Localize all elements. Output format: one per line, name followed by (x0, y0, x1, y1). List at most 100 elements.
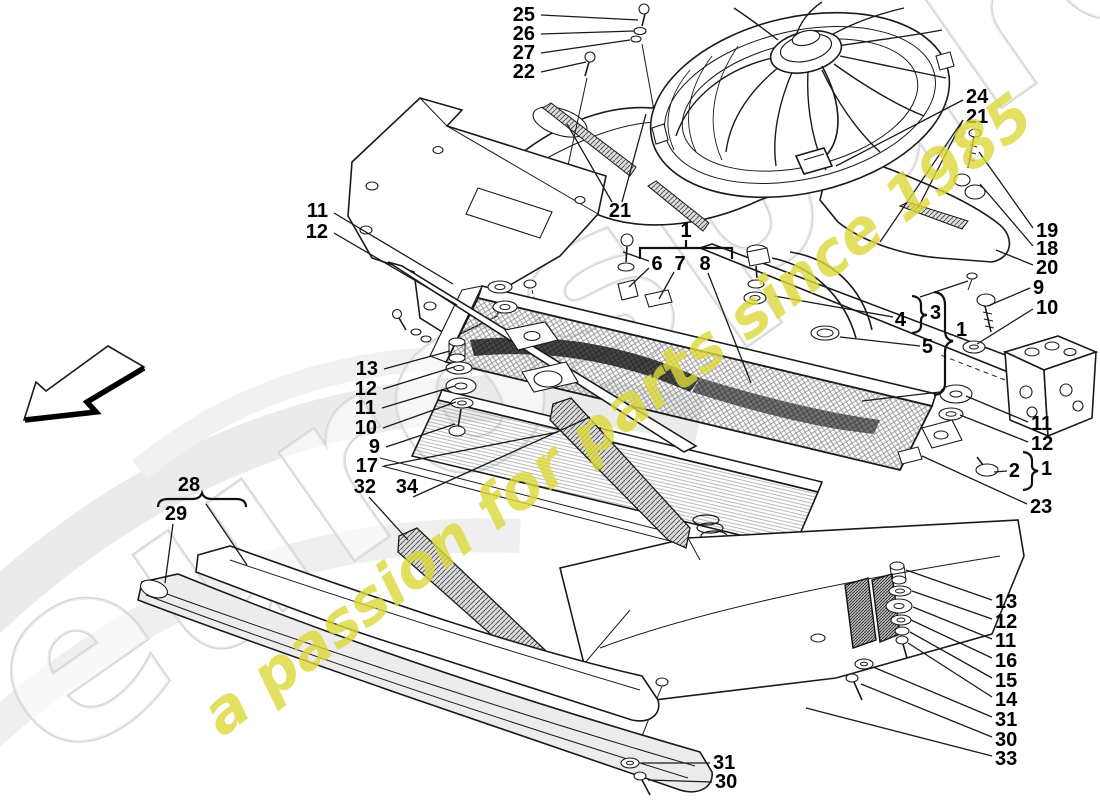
leader-line (540, 39, 631, 54)
leader-line (383, 350, 451, 370)
callout-label-31: 31 (713, 752, 735, 774)
leader-line (909, 631, 993, 679)
leader-line (622, 251, 650, 262)
lower-air-box (559, 519, 1025, 757)
leader-line (911, 590, 993, 620)
cooling-fan (649, 1, 955, 199)
callout-label-11: 11 (1031, 413, 1052, 435)
dipstick-6 (617, 233, 639, 301)
callout-label-33: 33 (995, 748, 1017, 770)
radiator-hose (789, 251, 873, 331)
callout-label-30: 30 (995, 729, 1017, 751)
leader-line (540, 14, 639, 21)
leader-line (628, 267, 650, 288)
leader-line (566, 123, 613, 203)
callout-label-13: 13 (995, 591, 1017, 613)
fan-resistor-block (937, 335, 1099, 438)
callout-label-2: 2 (1009, 460, 1020, 482)
leader-line (872, 666, 993, 718)
leader-line (658, 271, 675, 300)
carrier-rails (379, 261, 825, 581)
watermark-swoosh (0, 375, 705, 634)
callout-label-5: 5 (922, 336, 933, 358)
plug-2 (975, 463, 999, 477)
leader-line (861, 391, 941, 402)
leader-line (979, 183, 1034, 247)
watermark-swoosh (0, 518, 521, 747)
air-duct-28 (195, 545, 660, 722)
leader-line (621, 113, 647, 203)
callout-label-20: 20 (1036, 257, 1058, 279)
leader-lines-layer (164, 14, 1034, 783)
leader-line (965, 395, 1029, 423)
bleed-screw (966, 272, 978, 280)
leader-line (978, 151, 1034, 229)
leader-line (412, 416, 591, 498)
side-shroud-panel (819, 148, 1011, 263)
view-direction-arrow (22, 345, 146, 423)
callout-label-13: 13 (356, 358, 378, 380)
leader-line (368, 496, 409, 541)
callout-label-10: 10 (355, 417, 377, 439)
callout-label-23: 23 (1030, 496, 1052, 518)
sensor-18 (953, 173, 971, 187)
leader-line (773, 295, 894, 318)
callout-label-18: 18 (1036, 238, 1058, 260)
leader-line (805, 707, 993, 757)
leader-line (907, 642, 993, 698)
leader-line (540, 30, 635, 35)
callout-label-11: 11 (995, 630, 1016, 652)
leader-line (707, 272, 752, 384)
callout-label-34: 34 (396, 476, 419, 498)
callout-label-27: 27 (513, 42, 535, 64)
callout-label-8: 8 (699, 253, 710, 275)
leader-line (912, 606, 993, 640)
callout-label-7: 7 (674, 253, 685, 275)
callout-label-26: 26 (513, 23, 535, 45)
callout-label-28: 28 (178, 474, 200, 496)
callout-label-14: 14 (995, 689, 1018, 711)
callout-label-19: 19 (1036, 220, 1058, 242)
leader-line (383, 431, 559, 467)
leader-line (164, 523, 174, 584)
mounting-bracket (347, 97, 607, 343)
leader-line (540, 61, 587, 73)
fan-grill (667, 45, 739, 161)
callout-label-12: 12 (355, 378, 377, 400)
hardware-bottom-right (845, 561, 913, 701)
leader-line (385, 423, 456, 448)
hardware-right (921, 128, 999, 477)
callout-label-12: 12 (995, 611, 1017, 633)
callout-label-15: 15 (995, 670, 1017, 692)
callout-label-25: 25 (513, 4, 535, 26)
foam-bar-34 (549, 397, 691, 549)
callout-label-32: 32 (354, 476, 376, 498)
filler-cap-5 (810, 325, 840, 341)
callout-label-6: 6 (651, 253, 662, 275)
leader-line (905, 569, 993, 601)
callout-braces (156, 240, 1039, 508)
clamp-7 (644, 289, 673, 308)
callout-label-9: 9 (1033, 277, 1044, 299)
callout-label-12: 12 (1031, 433, 1053, 455)
hardware-bottom-center (620, 757, 651, 796)
callout-label-12: 12 (306, 221, 328, 243)
leader-line (647, 779, 713, 783)
leader-line (839, 336, 921, 347)
callout-label-30: 30 (715, 771, 737, 793)
callout-label-10: 10 (1036, 297, 1058, 319)
leader-line (381, 385, 456, 409)
leader-line (879, 119, 964, 243)
fitting-4 (743, 244, 771, 305)
callout-label-1: 1 (680, 220, 691, 242)
leader-line (835, 99, 964, 167)
hardware-left (445, 280, 559, 437)
leader-line (921, 455, 1028, 505)
leader-line (959, 414, 1029, 443)
callout-label-9: 9 (369, 436, 380, 458)
leader-line (333, 232, 458, 306)
leader-line (995, 249, 1034, 266)
callout-label-3: 3 (930, 302, 941, 324)
